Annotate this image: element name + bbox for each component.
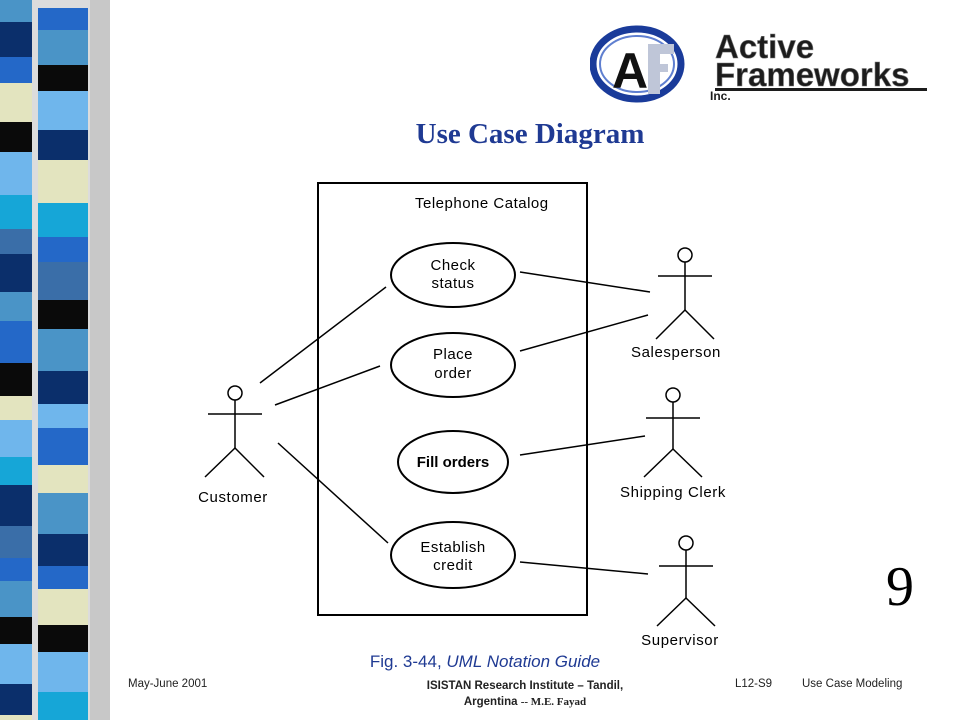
use-case-check-status: Check status <box>390 242 516 308</box>
use-case-label: Fill orders <box>417 454 490 471</box>
actor-label-customer: Customer <box>198 489 268 506</box>
actor-label-shipping-clerk: Shipping Clerk <box>620 484 726 501</box>
sidebar-decoration <box>0 0 110 720</box>
slide-title: Use Case Diagram <box>415 118 645 150</box>
caption-source: UML Notation Guide <box>446 652 601 671</box>
use-case-label: credit <box>433 557 473 574</box>
system-boundary <box>317 182 588 616</box>
footer-institute-line1: ISISTAN Research Institute – Tandil, <box>426 680 624 692</box>
footer-author: -- M.E. Fayad <box>520 696 587 708</box>
footer-topic: Use Case Modeling <box>802 678 903 690</box>
association-lines <box>259 271 651 575</box>
use-case-label: order <box>434 365 472 382</box>
figure-caption: Fig. 3-44, UML Notation Guide <box>335 652 635 672</box>
slide-number: 9 <box>886 556 914 618</box>
use-case-establish-credit: Establish credit <box>390 521 516 589</box>
use-case-fill-orders: Fill orders <box>397 430 509 494</box>
actor-salesperson <box>655 247 715 340</box>
active-frameworks-logo: A Active Frameworks Inc. <box>590 25 927 103</box>
footer-date: May-June 2001 <box>128 678 208 690</box>
system-name: Telephone Catalog <box>415 195 549 212</box>
use-case-label: Establish <box>420 539 485 556</box>
actor-customer <box>204 385 265 478</box>
actor-supervisor <box>656 535 716 627</box>
logo-text-line1: Active <box>715 28 814 65</box>
logo-text-suffix: Inc. <box>710 89 731 103</box>
actor-label-salesperson: Salesperson <box>631 344 721 361</box>
use-case-label: status <box>431 275 474 292</box>
use-case-label: Place <box>433 346 473 363</box>
footer-institute: ISISTAN Research Institute – Tandil, Arg… <box>385 678 665 710</box>
footer-slide-id: L12-S9 <box>735 678 773 690</box>
caption-prefix: Fig. 3-44, <box>369 652 442 671</box>
svg-text:A: A <box>612 43 648 99</box>
footer-country: Argentina <box>463 696 518 708</box>
use-case-label: Check <box>430 257 475 274</box>
footer-institute-line2: Argentina -- M.E. Fayad <box>385 694 665 710</box>
actor-shipping-clerk <box>643 387 703 478</box>
use-case-place-order: Place order <box>390 332 516 398</box>
logo-text-line2: Frameworks <box>715 56 909 93</box>
actor-label-supervisor: Supervisor <box>641 632 719 649</box>
